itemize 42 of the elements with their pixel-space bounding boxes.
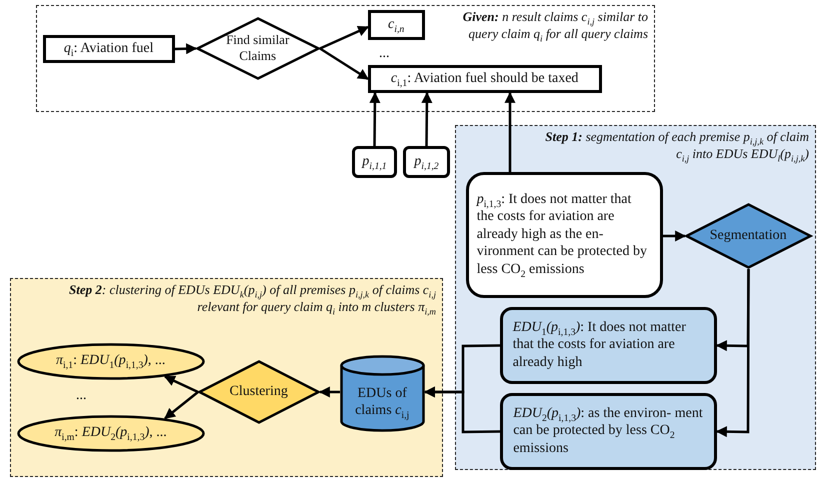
arrow — [504, 92, 516, 172]
arrow — [424, 386, 500, 434]
arrow — [663, 230, 686, 242]
node-text: Segmentation — [708, 226, 788, 244]
node-text: p$_{i,1,1}$ — [360, 153, 388, 171]
arrow — [320, 26, 369, 50]
ellipsis-text: ... — [76, 388, 86, 404]
arrow — [716, 269, 750, 438]
process-box — [42, 34, 175, 63]
arrow — [319, 47, 369, 80]
step-panel — [455, 125, 816, 470]
arrow — [174, 43, 198, 54]
node-text: π$_{i,m}$: EDU$_{2}$(p$_{i,1,3}$), ... — [54, 424, 168, 442]
node-text: Find similar Claims — [225, 32, 290, 64]
node-text: p$_{i,1,2}$ — [412, 153, 440, 171]
arrow — [164, 391, 199, 420]
arrow — [164, 376, 199, 394]
process-box — [500, 306, 717, 384]
arrow — [318, 386, 340, 398]
ellipsis-text: ... — [379, 46, 390, 62]
arrow — [421, 92, 432, 146]
node-text: π$_{i,1}$: EDU$_{1}$(p$_{i,1,3}$), ... — [54, 352, 166, 370]
step-heading: Step 1: segmentation of each premise p$_{i,j,k}$ of claim c$_{i,j}$ into EDUs EDU$_{l}$(p$_{i,j,k}$) — [544, 129, 809, 163]
process-box — [368, 10, 425, 40]
node-text: EDUs of claims c$_{i,j}$ — [354, 384, 410, 420]
node-text: c$_{i,1}$: Aviation fuel should be taxed — [390, 70, 580, 88]
node-text: q$_{i}$: Aviation fuel — [62, 40, 154, 58]
step-heading: Step 2: clustering of EDUs EDU$_{k}$(p$_{i,j}$) of all premises p$_{i,j,k}$ of claims c$_{i,j}$ relevant for query claim q$_{i}$ into m clusters π$_{i,m}$ — [68, 282, 436, 316]
node-text: EDU$_{2}$(p$_{i,1,3}$): as the environ- ment can be protected by less CO$_{2}$ emissions — [512, 404, 704, 458]
step-panel — [10, 278, 443, 477]
step-heading: Given: n result claims c$_{i,j}$ similar to query claim q$_{i}$ for all query claims — [462, 9, 648, 43]
step-panel — [36, 5, 655, 112]
process-box — [500, 392, 717, 470]
node-text: p$_{i,1,3}$: It does not matter that the costs for aviation are already high as the en- vironment can be protected by less CO$_{2}$ emissions — [475, 190, 648, 282]
process-box — [466, 172, 663, 298]
arrow — [369, 92, 380, 146]
process-box — [352, 146, 397, 178]
process-box — [368, 64, 602, 93]
node-text: EDU$_{1}$(p$_{i,1,3}$): It does not matter that the costs for aviation are already high — [512, 318, 687, 372]
process-box — [403, 146, 450, 178]
node-text: Clustering — [228, 382, 289, 400]
node-text: c$_{i,n}$ — [387, 16, 406, 34]
